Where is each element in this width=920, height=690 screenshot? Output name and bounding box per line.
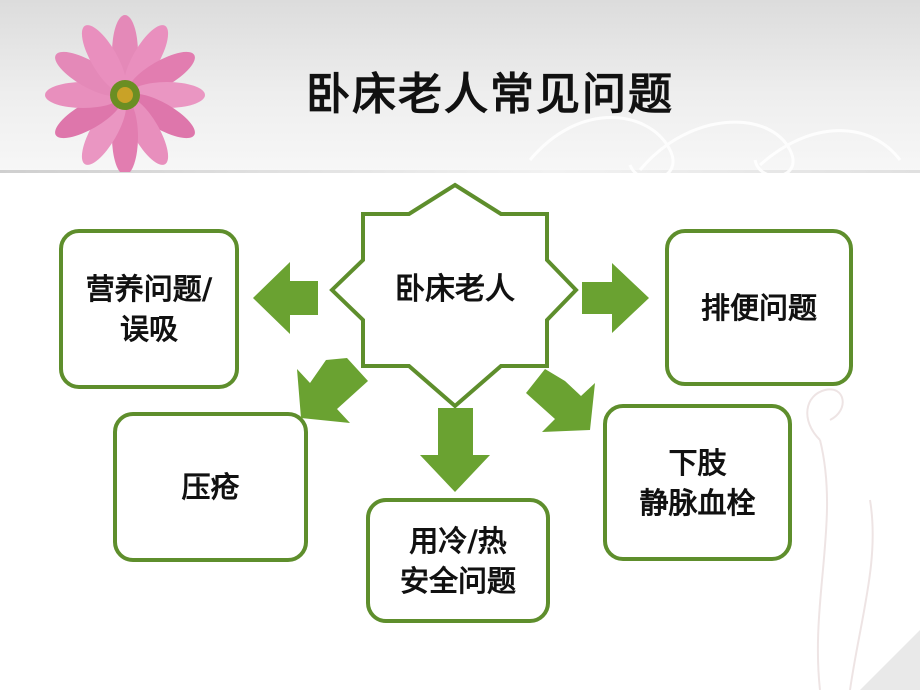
- center-label: 卧床老人: [395, 272, 515, 307]
- arrow-to-bowel: [582, 263, 649, 333]
- arrow-to-pressure: [297, 358, 368, 423]
- flower-decoration-icon: [45, 15, 205, 172]
- node-bowel-box: [665, 229, 853, 386]
- arrow-to-thrombosis: [526, 369, 595, 432]
- node-bowel-label: 排便问题: [700, 290, 817, 325]
- node-thrombosis-box: [603, 404, 792, 561]
- node-pressure-label: 压疮: [181, 470, 240, 504]
- node-safety-box: [366, 498, 550, 623]
- node-safety-label: 用冷/热 安全问题: [399, 523, 516, 598]
- node-thrombosis-label: 下肢 静脉血栓: [639, 445, 756, 520]
- node-pressure-box: [113, 412, 308, 562]
- swirl-decoration-icon: [528, 116, 902, 690]
- page-corner-fold: [860, 630, 920, 690]
- arrow-to-safety: [420, 408, 490, 492]
- node-nutrition-box: [59, 229, 239, 389]
- page-title: 卧床老人常见问题: [306, 69, 674, 120]
- header-divider: [0, 170, 920, 173]
- arrow-to-nutrition: [253, 262, 318, 334]
- center-star-shape: [329, 182, 579, 409]
- node-nutrition-label: 营养问题/ 误吸: [85, 272, 213, 346]
